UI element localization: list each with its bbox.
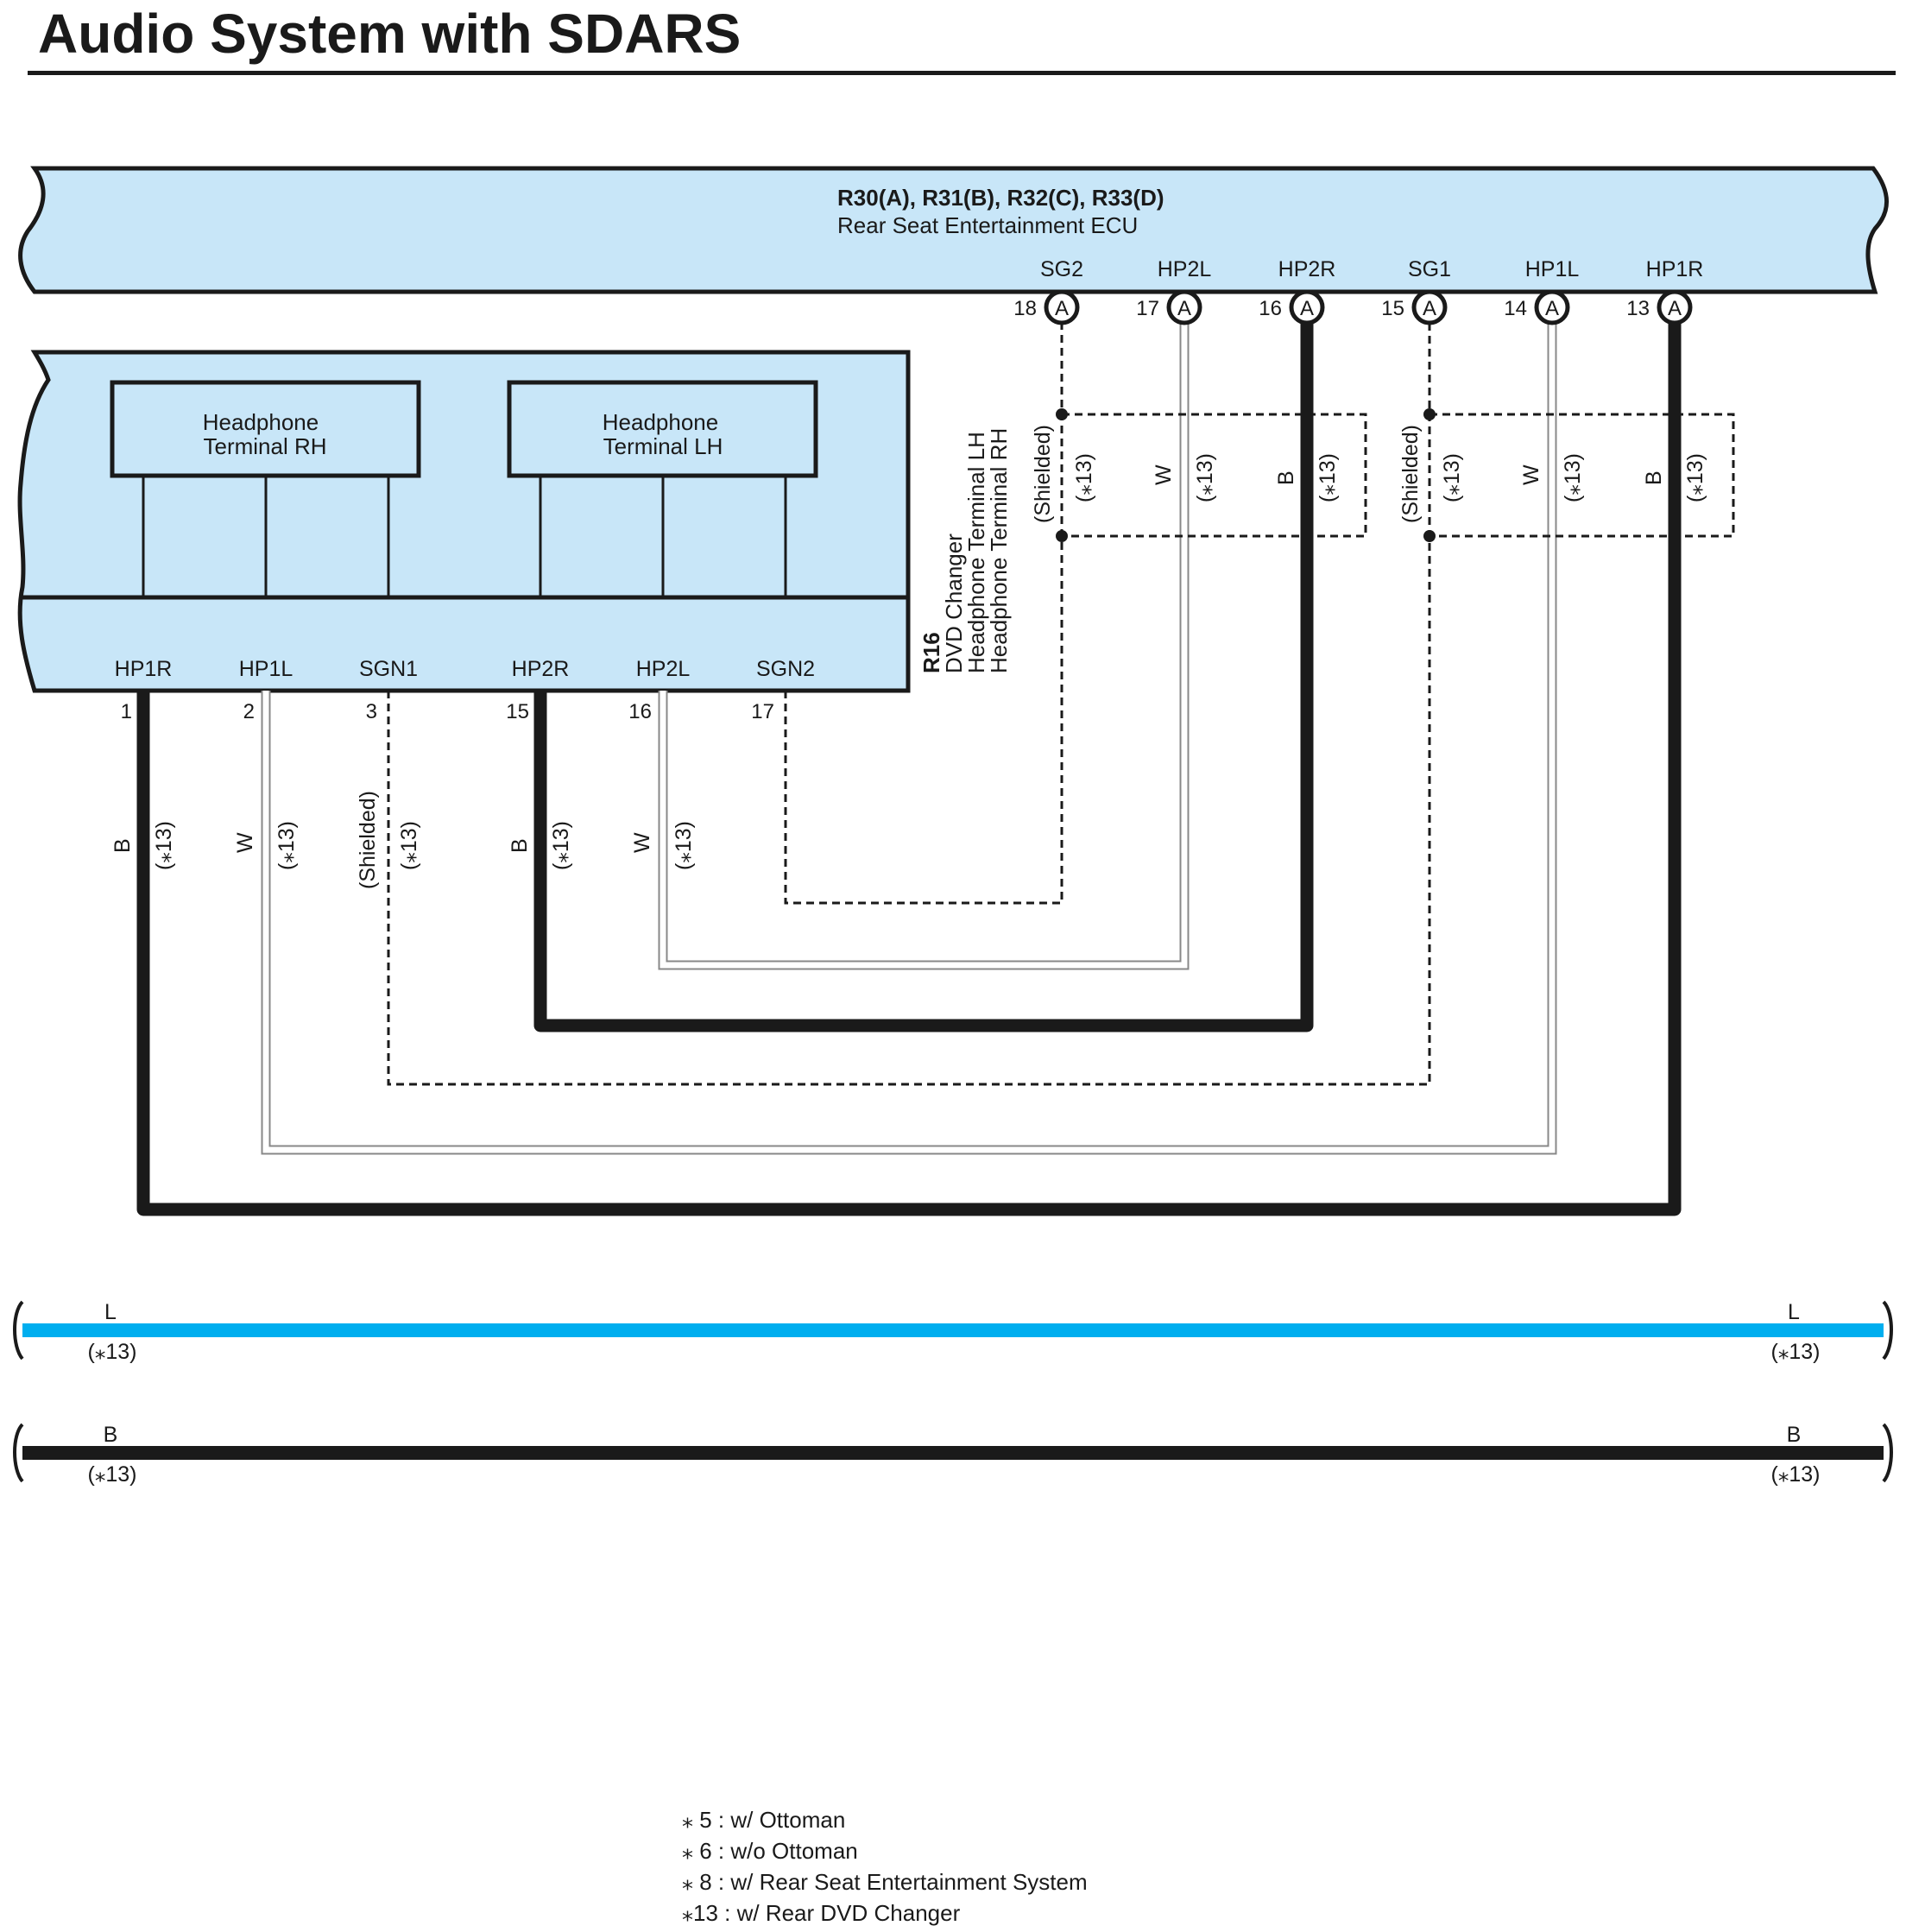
wire-shield-label: (Shielded): [1398, 425, 1423, 523]
wire-color-label: B: [110, 838, 135, 853]
ecu-pin-number: 17: [1136, 297, 1159, 320]
footnote-item: ⁎ 5 : w/ Ottoman: [682, 1807, 846, 1833]
wire-option-label: (⁎13): [1193, 453, 1217, 502]
dvd-pin-name: SGN1: [359, 657, 418, 681]
dvd-pin-number: 15: [506, 700, 529, 723]
connector-a-label: A: [1545, 297, 1559, 320]
ecu-pin-number: 16: [1259, 297, 1282, 320]
shield-bracket-sg2: [1056, 408, 1367, 542]
bus-label-left: L: [104, 1300, 117, 1324]
ecu-pin-name: HP1L: [1525, 257, 1580, 281]
ecu-connector-circles: A A A A A A: [1044, 289, 1693, 325]
ecu-pin-name: SG2: [1040, 257, 1083, 281]
bus-option-left: (⁎13): [88, 1340, 137, 1364]
terminal-rh-label-line1: Headphone: [203, 409, 319, 435]
dvd-pin-name: HP1R: [115, 657, 173, 681]
ecu-pin-name: HP1R: [1646, 257, 1704, 281]
bus-label-right: B: [1787, 1423, 1802, 1447]
wire-color-label: B: [1274, 470, 1298, 485]
dvd-pin-name: HP2R: [512, 657, 570, 681]
wire-option-label: (⁎13): [1561, 453, 1585, 502]
footnote-item: ⁎13 : w/ Rear DVD Changer: [682, 1900, 961, 1926]
dvd-pin-number: 2: [243, 700, 255, 723]
ecu-pin-name: HP2R: [1278, 257, 1336, 281]
footnotes: ⁎ 5 : w/ Ottoman ⁎ 6 : w/o Ottoman ⁎ 8 :…: [682, 1804, 1286, 1929]
wire-option-label: (⁎13): [672, 821, 696, 870]
ecu-pin-name: HP2L: [1158, 257, 1212, 281]
ecu-pin-number: 18: [1013, 297, 1037, 320]
wire-option-label: (⁎13): [275, 821, 299, 870]
bus-label-left: B: [104, 1423, 118, 1447]
bus-line-l: L (⁎13) L (⁎13): [13, 1300, 1893, 1364]
wire-color-label: B: [508, 838, 532, 853]
wire-color-label: W: [630, 832, 654, 853]
bus-option-right: (⁎13): [1771, 1462, 1821, 1487]
dvd-pin-name: SGN2: [756, 657, 815, 681]
wire-option-label: (⁎13): [152, 821, 176, 870]
wire-sgn2: [784, 307, 1063, 905]
ecu-connectors-label: R30(A), R31(B), R32(C), R33(D): [837, 185, 1164, 211]
ecu-side-wire-labels: (Shielded) (⁎13) W (⁎13) B (⁎13) (Shield…: [1031, 425, 1707, 523]
bus-option-right: (⁎13): [1771, 1340, 1821, 1364]
wire-hp2l-core: [660, 307, 1188, 969]
dvd-pin-name: HP1L: [239, 657, 293, 681]
dvd-side-wire-labels: B (⁎13) W (⁎13) (Shielded) (⁎13) B (⁎13)…: [110, 791, 696, 889]
dvd-pin-number: 16: [628, 700, 652, 723]
wire-option-label: (⁎13): [1683, 453, 1707, 502]
wire-hp1r: [136, 307, 1682, 1216]
wire-hp2r: [533, 307, 1314, 1032]
wire-option-label: (⁎13): [549, 821, 573, 870]
wire-shield-label: (Shielded): [1031, 425, 1055, 523]
wire-option-label: (⁎13): [1072, 453, 1096, 502]
ecu-pin-number: 13: [1626, 297, 1650, 320]
wire-option-label: (⁎13): [397, 821, 421, 870]
ecu-pin-number: 15: [1381, 297, 1404, 320]
ecu-name-label: Rear Seat Entertainment ECU: [837, 212, 1138, 238]
terminal-lh-label-line2: Terminal LH: [603, 433, 723, 459]
connector-a-label: A: [1055, 297, 1069, 320]
dvd-name-line2: Headphone Terminal LH: [963, 432, 989, 673]
footnote-item: ⁎ 8 : w/ Rear Seat Entertainment System: [682, 1869, 1088, 1895]
title-rule: [28, 71, 1896, 75]
wire-color-label: B: [1642, 470, 1666, 485]
page-title: Audio System with SDARS: [38, 3, 742, 65]
wire-color-label: W: [1519, 464, 1543, 485]
dvd-pin-number: 1: [121, 700, 132, 723]
dvd-pin-number: 3: [366, 700, 377, 723]
connector-a-label: A: [1300, 297, 1314, 320]
dvd-component-label: R16 DVD Changer Headphone Terminal LH He…: [918, 428, 1012, 673]
connector-a-label: A: [1668, 297, 1682, 320]
wire-hp1l-core: [262, 307, 1556, 1153]
dvd-pin-name: HP2L: [636, 657, 691, 681]
ecu-pin-number: 14: [1504, 297, 1527, 320]
terminal-lh-label-line1: Headphone: [603, 409, 718, 435]
wire-shield-label: (Shielded): [356, 791, 380, 889]
wire-color-label: W: [233, 832, 257, 853]
dvd-code-label: R16: [918, 632, 944, 673]
dvd-name-line1: DVD Changer: [941, 534, 967, 673]
bus-option-left: (⁎13): [88, 1462, 137, 1487]
terminal-rh-label-line2: Terminal RH: [203, 433, 326, 459]
shield-bracket-sg1: [1423, 408, 1735, 542]
bus-line-b: B (⁎13) B (⁎13): [13, 1423, 1893, 1487]
wire-option-label: (⁎13): [1440, 453, 1464, 502]
dvd-name-line3: Headphone Terminal RH: [986, 428, 1012, 673]
wire-color-label: W: [1152, 464, 1176, 485]
bus-label-right: L: [1788, 1300, 1800, 1324]
connector-a-label: A: [1423, 297, 1436, 320]
footnote-item: ⁎ 6 : w/o Ottoman: [682, 1838, 858, 1864]
ecu-pin-name: SG1: [1408, 257, 1451, 281]
ecu-box: [18, 166, 1890, 294]
dvd-pin-number: 17: [751, 700, 774, 723]
connector-a-label: A: [1177, 297, 1191, 320]
wire-option-label: (⁎13): [1316, 453, 1340, 502]
wire-sgn1: [387, 307, 1431, 1086]
